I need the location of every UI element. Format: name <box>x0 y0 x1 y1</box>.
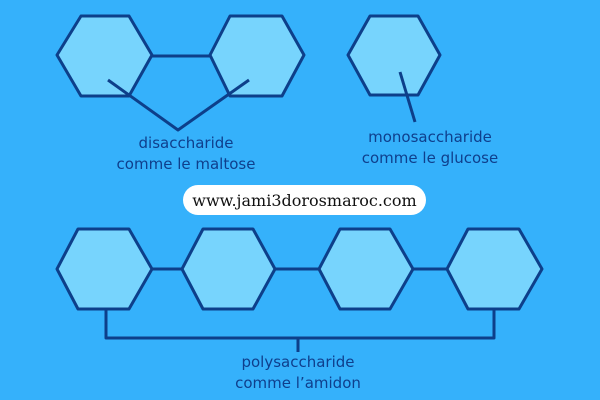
polysaccharide-bracket <box>104 309 496 340</box>
disaccharide-name: disaccharide <box>138 134 234 152</box>
hexagon-polysaccharide-unit <box>180 227 277 311</box>
monosaccharide-pointer <box>398 71 417 123</box>
monosaccharide-name: monosaccharide <box>368 128 492 146</box>
watermark-text: www.jami3dorosmaroc.com <box>192 190 417 210</box>
monosaccharide-example: comme le glucose <box>361 149 499 167</box>
hexagon-polysaccharide-unit <box>445 227 544 311</box>
disaccharide-pointer <box>107 78 250 132</box>
polysaccharide-example: comme l’amidon <box>235 374 361 392</box>
disaccharide-label: disaccharide comme le maltose <box>117 133 256 175</box>
disaccharide-example: comme le maltose <box>116 155 256 173</box>
polysaccharide-label: polysaccharide comme l’amidon <box>235 352 361 394</box>
hexagon-glucose-unit <box>208 14 306 98</box>
hexagon-monosaccharide <box>346 14 442 97</box>
monosaccharide-label: monosaccharide comme le glucose <box>362 127 498 169</box>
hexagon-polysaccharide-unit <box>55 227 154 311</box>
polysaccharide-name: polysaccharide <box>241 353 355 371</box>
hexagon-polysaccharide-unit <box>317 227 415 311</box>
website-watermark: www.jami3dorosmaroc.com <box>183 185 426 215</box>
hexagon-glucose-unit <box>55 14 154 98</box>
